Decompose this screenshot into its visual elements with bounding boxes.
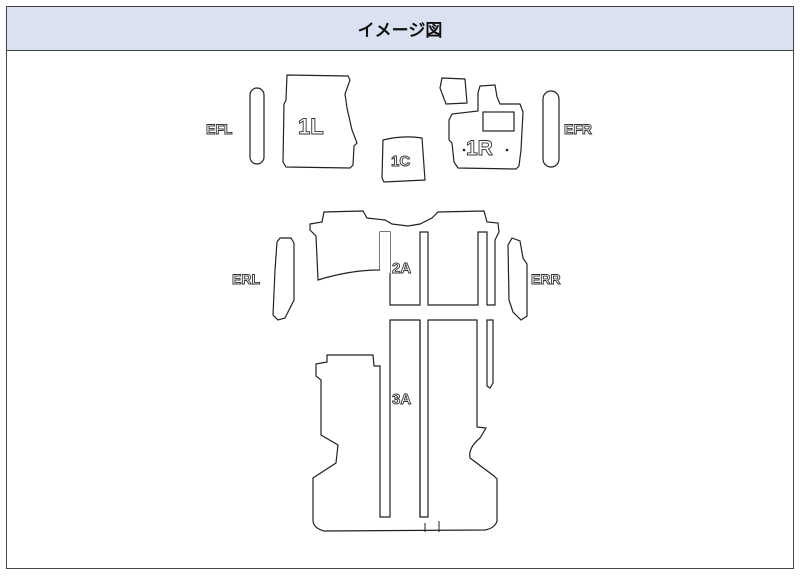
mat-1l (282, 74, 358, 169)
label-3a: 3A (392, 391, 411, 408)
panel-header: イメージ図 (7, 7, 793, 51)
label-efl: EFL (206, 121, 233, 137)
dot-left (462, 148, 466, 152)
label-1l: 1L (298, 114, 324, 139)
label-err: ERR (531, 271, 561, 287)
mat-erl (272, 237, 295, 321)
label-efr: EFR (564, 121, 592, 137)
mat-1c (381, 136, 426, 183)
mat-1r-small (439, 77, 468, 105)
mat-2a-left (309, 210, 500, 306)
label-1c: 1C (391, 153, 410, 170)
panel-title: イメージ図 (357, 21, 443, 41)
mat-efl (249, 87, 265, 165)
label-1r: 1R (466, 137, 493, 160)
mat-3a-side-strip (486, 319, 494, 389)
image-diagram-panel: イメージ図 (6, 6, 794, 569)
mat-1r-inset (482, 111, 515, 132)
mat-3a-body (312, 319, 498, 532)
mat-efr (542, 90, 560, 168)
label-2a: 2A (392, 260, 411, 277)
mat-2a-strip (380, 232, 390, 273)
label-erl: ERL (232, 271, 260, 287)
mat-err (507, 237, 528, 321)
dot-right (505, 148, 509, 152)
